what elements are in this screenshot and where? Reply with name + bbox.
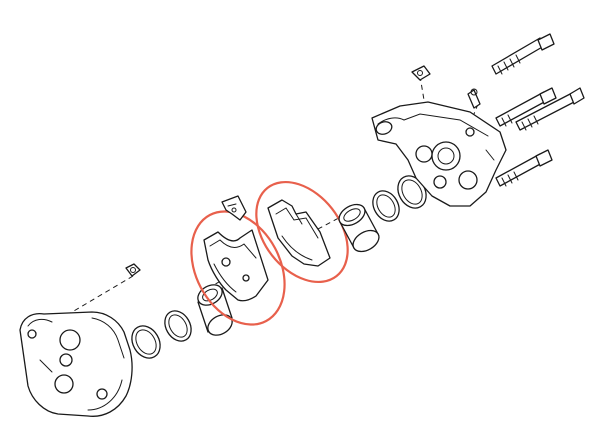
bleeder-valve-top bbox=[411, 65, 431, 81]
right-piston bbox=[338, 203, 380, 253]
inner-brake-pad-highlight bbox=[255, 180, 349, 284]
outer-brake-pad-highlight bbox=[190, 210, 286, 326]
mounting-bolt-top bbox=[491, 33, 555, 75]
mounting-bolt-upper bbox=[515, 87, 585, 131]
left-piston bbox=[197, 284, 233, 336]
inner-brake-pad bbox=[267, 199, 331, 267]
outer-brake-pad bbox=[203, 229, 269, 302]
mounting-bolt-middle bbox=[495, 87, 557, 127]
bleeder-fitting-right bbox=[467, 88, 481, 109]
outer-caliper-housing bbox=[19, 311, 133, 417]
left-outer-seal bbox=[131, 325, 161, 359]
bleeder-screw-left bbox=[125, 263, 141, 277]
right-inner-seal bbox=[372, 190, 400, 222]
left-inner-seal bbox=[164, 310, 192, 342]
mounting-bolt-lower bbox=[495, 149, 553, 187]
inner-caliper-housing bbox=[371, 101, 507, 207]
pad-retaining-clip bbox=[221, 195, 247, 221]
